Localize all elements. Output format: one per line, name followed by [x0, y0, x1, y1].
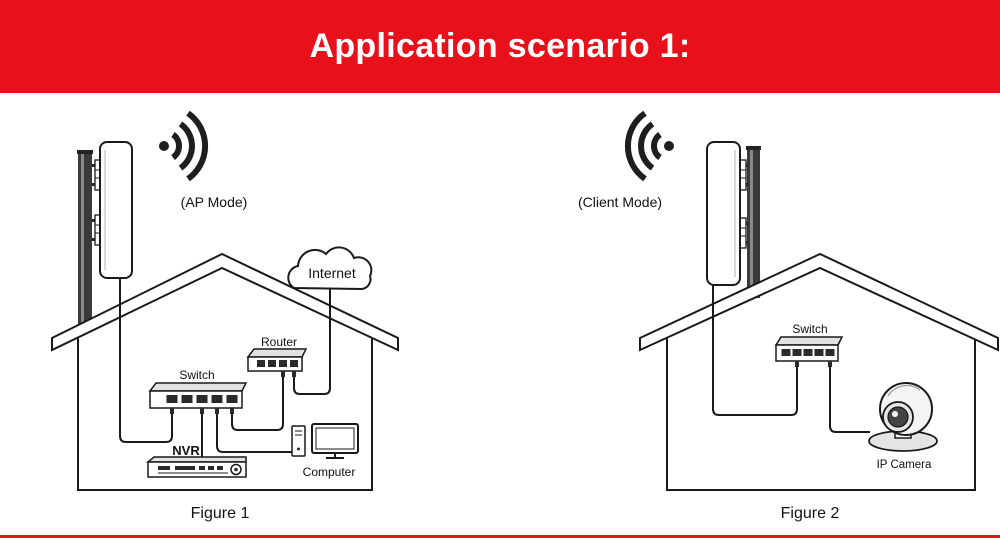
antenna-bracket-upper-right — [739, 159, 748, 191]
computer-tower — [291, 425, 306, 457]
desktop-computer-icon — [291, 423, 359, 459]
outdoor-cpe-antenna-icon — [99, 141, 133, 279]
router-port — [279, 360, 287, 367]
ip-camera-label: IP Camera — [877, 459, 932, 471]
outdoor-cpe-antenna-icon — [706, 141, 741, 286]
switch-port — [196, 395, 208, 403]
cable-antenna-to-switch — [119, 278, 173, 443]
switch-port — [814, 349, 824, 356]
figure-2-caption: Figure 2 — [781, 505, 840, 522]
wifi-signal-icon — [159, 110, 209, 182]
router-port — [268, 360, 276, 367]
switch-port — [803, 349, 813, 356]
router-icon — [246, 348, 308, 377]
house-icon — [639, 252, 999, 491]
internet-label: Internet — [308, 265, 356, 281]
switch-label-right: Switch — [792, 322, 827, 336]
switch-port — [181, 395, 193, 403]
house-roof-right — [639, 252, 999, 352]
antenna-bracket-lower-right — [739, 217, 748, 249]
house-icon — [51, 252, 399, 491]
nvr-recorder-icon — [145, 456, 247, 478]
computer-label: Computer — [303, 465, 356, 479]
figure-1-caption: Figure 1 — [191, 505, 250, 522]
figure-2: (Client Mode) Switch — [578, 110, 999, 522]
switch-port — [211, 395, 223, 403]
bottom-red-rule — [0, 535, 1000, 538]
switch-port — [792, 349, 802, 356]
house-walls-right — [666, 338, 976, 491]
switch-port — [825, 349, 835, 356]
ap-mode-label: (AP Mode) — [181, 194, 248, 210]
network-switch-icon — [774, 336, 844, 367]
router-label: Router — [261, 335, 297, 349]
wifi-signal-icon — [624, 110, 674, 182]
switch-label-left: Switch — [179, 368, 214, 382]
figure-1: (AP Mode) Internet Router — [51, 110, 399, 522]
router-port — [257, 360, 265, 367]
cable-switch-to-computer — [216, 414, 292, 453]
switch-port — [226, 395, 238, 403]
ip-camera-icon — [868, 382, 938, 452]
nvr-label: NVR — [172, 443, 200, 458]
title-banner: Application scenario 1: — [0, 0, 1000, 93]
camera-lens — [887, 406, 909, 428]
page-title: Application scenario 1: — [309, 27, 691, 65]
cable-switch-to-camera — [829, 367, 870, 433]
house-walls-left — [77, 338, 373, 491]
cable-switch-to-router — [231, 377, 284, 431]
client-mode-label: (Client Mode) — [578, 194, 662, 210]
switch-port — [166, 395, 178, 403]
mounting-pole-right — [746, 146, 761, 298]
cloud-icon — [287, 246, 373, 291]
cable-router-to-internet — [293, 289, 331, 395]
house-roof-left — [51, 252, 399, 352]
network-switch-icon — [148, 382, 248, 414]
mounting-pole-left — [77, 150, 93, 330]
switch-port — [781, 349, 791, 356]
cable-antenna-to-switch — [712, 285, 798, 416]
router-port — [290, 360, 298, 367]
